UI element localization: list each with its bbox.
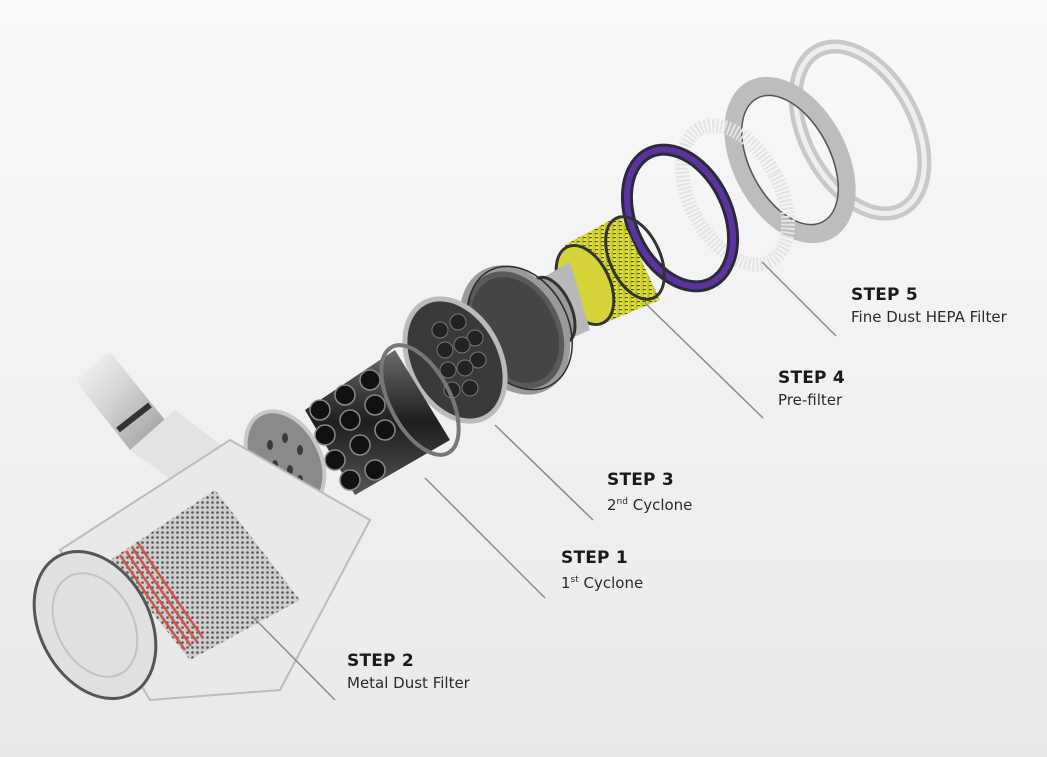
leader-lines: [252, 261, 955, 701]
leader-line-step2: [252, 616, 336, 701]
step2-title: STEP 2: [347, 651, 414, 671]
leader-line-step4: [644, 302, 764, 419]
hepa-filter-rings: [674, 39, 932, 272]
label-step4: STEP 4 Pre-filter: [778, 367, 845, 411]
step1-title: STEP 1: [561, 548, 628, 568]
step3-title: STEP 3: [607, 470, 674, 490]
leader-line-step5: [761, 261, 837, 337]
step4-description: Pre-filter: [778, 391, 843, 409]
step1-desc-text: Cyclone: [578, 574, 644, 592]
label-step3: STEP 3 2nd Cyclone: [607, 469, 692, 516]
label-step1: STEP 1 1st Cyclone: [561, 547, 643, 594]
step3-desc-number: 2: [607, 496, 617, 514]
step1-desc-number: 1: [561, 574, 571, 592]
step5-description: Fine Dust HEPA Filter: [851, 308, 1007, 326]
step3-desc-text: Cyclone: [627, 496, 693, 514]
step3-description: 2nd Cyclone: [607, 491, 692, 516]
step3-desc-ordinal: nd: [616, 497, 628, 507]
step1-description: 1st Cyclone: [561, 569, 643, 594]
step5-title: STEP 5: [851, 285, 918, 305]
step2-description: Metal Dust Filter: [347, 674, 470, 692]
leader-line-step3: [494, 424, 594, 521]
step1-desc-ordinal: st: [570, 575, 579, 585]
step4-title: STEP 4: [778, 368, 845, 388]
label-step2: STEP 2 Metal Dust Filter: [347, 650, 470, 694]
label-step5: STEP 5 Fine Dust HEPA Filter: [851, 284, 1007, 328]
second-cyclone-plate: [402, 296, 508, 424]
leader-line-step1: [424, 477, 546, 599]
pre-filter-ring: [620, 143, 740, 293]
first-cyclone-tubes: [305, 343, 461, 495]
